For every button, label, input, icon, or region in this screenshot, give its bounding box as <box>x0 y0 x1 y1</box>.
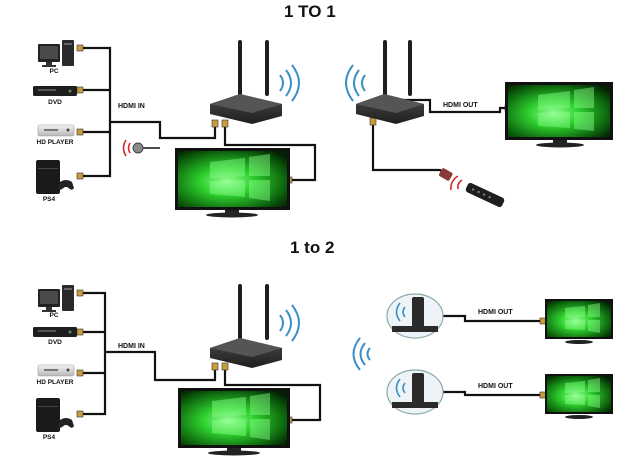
label-hdmi-out-bottom-1: HDMI OUT <box>478 309 513 316</box>
tv-remote-top <box>505 82 613 148</box>
title-1-to-2: 1 to 2 <box>290 238 335 257</box>
label-pc: PC <box>49 68 59 75</box>
title-1-to-1: 1 TO 1 <box>284 2 336 21</box>
tv-remote-bottom-1 <box>545 299 613 344</box>
hd-player-icon <box>37 364 75 377</box>
label-hd-player: HD PLAYER <box>36 379 74 386</box>
label-hdmi-out-top: HDMI OUT <box>443 102 478 109</box>
label-hdmi-out-bottom-2: HDMI OUT <box>478 383 513 390</box>
receiver-bottom-2 <box>386 369 444 415</box>
label-dvd: DVD <box>48 99 62 106</box>
label-hdmi-in-bottom: HDMI IN <box>118 343 145 350</box>
label-dvd: DVD <box>48 339 62 346</box>
top-connectors <box>76 44 512 184</box>
bottom-connectors <box>76 289 547 424</box>
bottom-cables <box>80 291 545 422</box>
receiver-top <box>356 40 424 124</box>
label-ps4: PS4 <box>42 434 56 441</box>
tv-remote-bottom-2 <box>545 374 613 419</box>
ir-receiver-icon <box>439 168 453 181</box>
dvd-icon <box>33 86 77 96</box>
label-ps4: PS4 <box>42 196 56 203</box>
label-hdmi-in-top: HDMI IN <box>118 103 145 110</box>
ir-sensor-icon <box>122 139 144 157</box>
tv-local-bottom <box>178 388 290 456</box>
tv-local-top <box>175 148 290 218</box>
wifi-signal-icon <box>345 64 366 102</box>
hd-player-icon <box>37 124 75 137</box>
ps4-icon <box>36 160 74 194</box>
transmitter-bottom <box>210 284 282 368</box>
ps4-icon <box>36 398 74 432</box>
label-hd-player: HD PLAYER <box>36 139 74 146</box>
label-pc: PC <box>49 312 59 319</box>
pc-icon <box>38 40 74 67</box>
wifi-signal-icon <box>352 337 371 371</box>
wifi-signal-icon <box>279 304 300 342</box>
remote-control-icon <box>450 175 505 207</box>
transmitter-top <box>210 40 282 124</box>
receiver-bottom-1 <box>386 293 444 339</box>
wifi-signal-icon <box>279 64 300 102</box>
pc-icon <box>38 285 74 312</box>
dvd-icon <box>33 327 77 337</box>
